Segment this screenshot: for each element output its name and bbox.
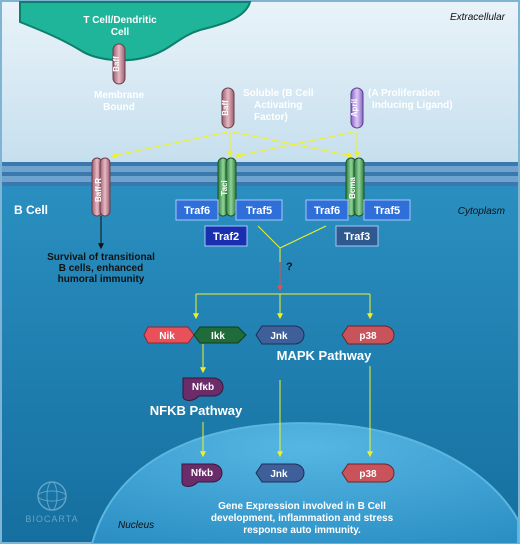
ikk-kinase: Ikk	[193, 326, 247, 344]
svg-text:Jnk: Jnk	[270, 331, 288, 342]
svg-text:Traf6: Traf6	[184, 205, 210, 217]
t-cell-label-line1: T Cell/Dendritic	[83, 15, 157, 26]
membrane-bound-line1: Membrane	[94, 90, 144, 101]
biocarta-logo: BIOCARTA	[25, 481, 78, 524]
taci-text: Taci	[220, 180, 229, 195]
svg-text:p38: p38	[359, 331, 377, 342]
svg-text:Nfκb: Nfκb	[191, 468, 213, 479]
arrow-april-to-taci	[234, 131, 355, 158]
traf5-box-taci: Traf5	[235, 199, 283, 221]
svg-text:p38: p38	[359, 469, 377, 480]
svg-text:Traf2: Traf2	[213, 231, 239, 243]
svg-text:Traf5: Traf5	[246, 205, 272, 217]
ligand-receptor-arrows	[110, 131, 360, 158]
april-line2: Inducing Ligand)	[372, 100, 453, 111]
traf3-box: Traf3	[335, 225, 379, 247]
baff-soluble-ligand: Baff	[221, 87, 235, 129]
svg-text:Traf6: Traf6	[314, 205, 340, 217]
april-ligand: April	[350, 87, 364, 129]
traf5-box-bcma: Traf5	[363, 199, 411, 221]
nucleus-label: Nucleus	[118, 520, 154, 531]
survival-line3: humoral immunity	[58, 274, 145, 285]
t-cell-label-line2: Cell	[111, 27, 130, 38]
svg-text:Traf5: Traf5	[374, 205, 400, 217]
extracellular-label: Extracellular	[450, 12, 506, 23]
question-mark: ?	[286, 261, 293, 273]
nfkb-cytoplasm: Nfκb	[182, 377, 224, 401]
soluble-line3: Factor)	[254, 112, 288, 123]
p38-kinase: p38	[341, 325, 395, 345]
survival-line1: Survival of transitional	[47, 252, 155, 263]
traf2-box: Traf2	[204, 225, 248, 247]
p38-nucleus: p38	[341, 463, 395, 483]
membrane-bound-line2: Bound	[103, 102, 135, 113]
svg-text:Jnk: Jnk	[270, 469, 288, 480]
jnk-kinase: Jnk	[255, 325, 305, 345]
b-cell-label: B Cell	[14, 203, 48, 217]
traf6-box-bcma: Traf6	[305, 199, 349, 221]
mapk-pathway-label: MAPK Pathway	[277, 348, 372, 363]
baff-soluble-text: Baff	[221, 100, 230, 116]
svg-text:Nik: Nik	[159, 331, 175, 342]
kinase-distribution	[193, 293, 373, 320]
bcma-text: Bcma	[348, 177, 357, 199]
plasma-membrane	[2, 162, 518, 186]
taci-receptor: Taci	[217, 157, 237, 217]
nik-kinase: Nik	[143, 326, 195, 344]
nfkb-pathway-label: NFKB Pathway	[150, 403, 243, 418]
nucleus-region	[90, 422, 519, 545]
traf6-box-taci: Traf6	[175, 199, 219, 221]
nuclear-arrows	[200, 366, 373, 458]
logo-text: BIOCARTA	[25, 514, 78, 524]
soluble-line1: Soluble (B Cell	[243, 88, 314, 99]
traf-convergence	[257, 225, 327, 262]
soluble-line2: Activating	[254, 100, 302, 111]
baffr-text: Baff-R	[94, 178, 103, 202]
gene-expression-line3: response auto immunity.	[243, 525, 361, 536]
arrow-baff-to-baffr	[110, 131, 229, 158]
svg-text:Nfκb: Nfκb	[192, 382, 214, 393]
survival-line2: B cells, enhanced	[59, 263, 143, 274]
cytoplasm-label: Cytoplasm	[458, 206, 505, 217]
nfkb-nucleus: Nfκb	[181, 463, 223, 487]
t-cell	[19, 1, 252, 62]
baff-membrane-text: Baff	[112, 56, 121, 72]
baffr-receptor: Baff-R	[91, 157, 111, 217]
jnk-nucleus: Jnk	[255, 463, 305, 483]
gene-expression-line1: Gene Expression involved in B Cell	[218, 501, 386, 512]
april-line1: (A Proliferation	[368, 88, 440, 99]
svg-text:Traf3: Traf3	[344, 231, 370, 243]
gene-expression-line2: development, inflammation and stress	[211, 513, 394, 524]
april-text: April	[350, 99, 359, 117]
baff-membrane-ligand: Baff	[112, 43, 126, 85]
bcma-receptor: Bcma	[345, 157, 365, 217]
svg-text:Ikk: Ikk	[211, 331, 225, 342]
